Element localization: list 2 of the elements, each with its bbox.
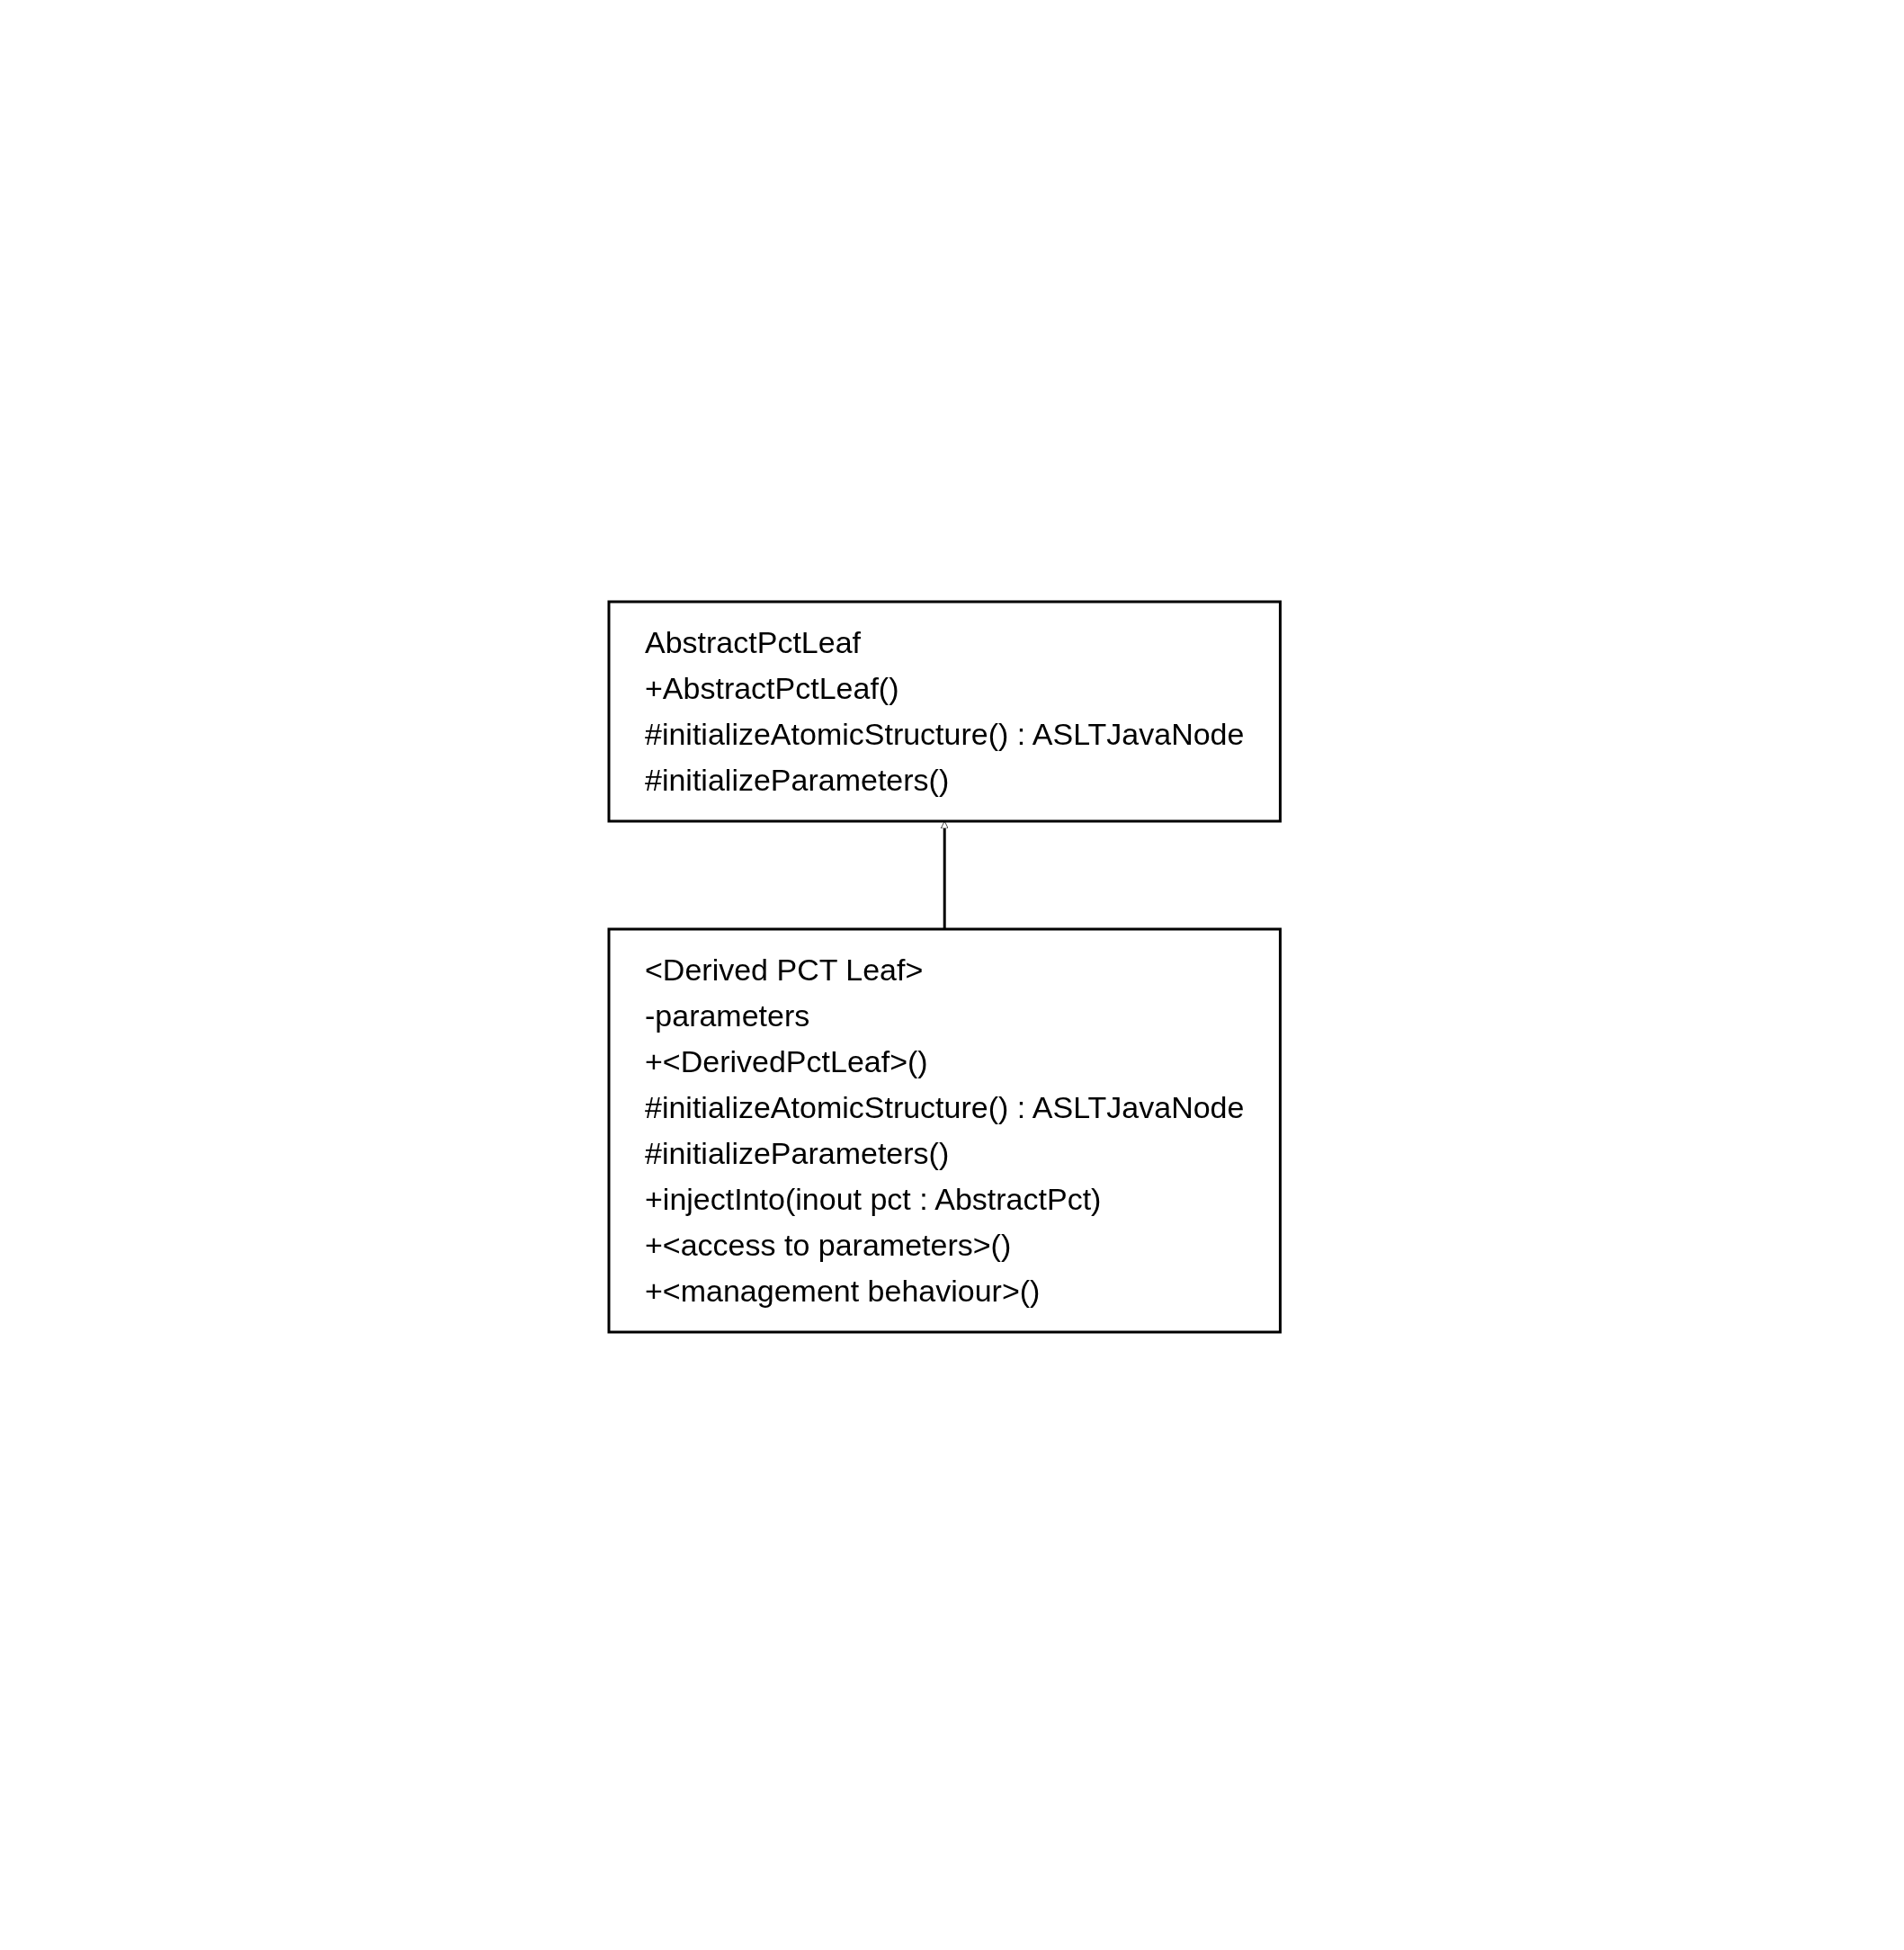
node-box: <Derived PCT Leaf> -parameters +<DerivedPctLeaf>() #initializeAtomicStructure() : ASLTJavaNode #initializeParameters() +injectInto(inout pct : AbstractPct) +<access to parameters>() +<management behaviour>() <box>607 927 1282 1334</box>
node-box: AbstractPctLeaf +AbstractPctLeaf() #initializeAtomicStructure() : ASLTJavaNode #initializeParameters() <box>607 600 1282 823</box>
